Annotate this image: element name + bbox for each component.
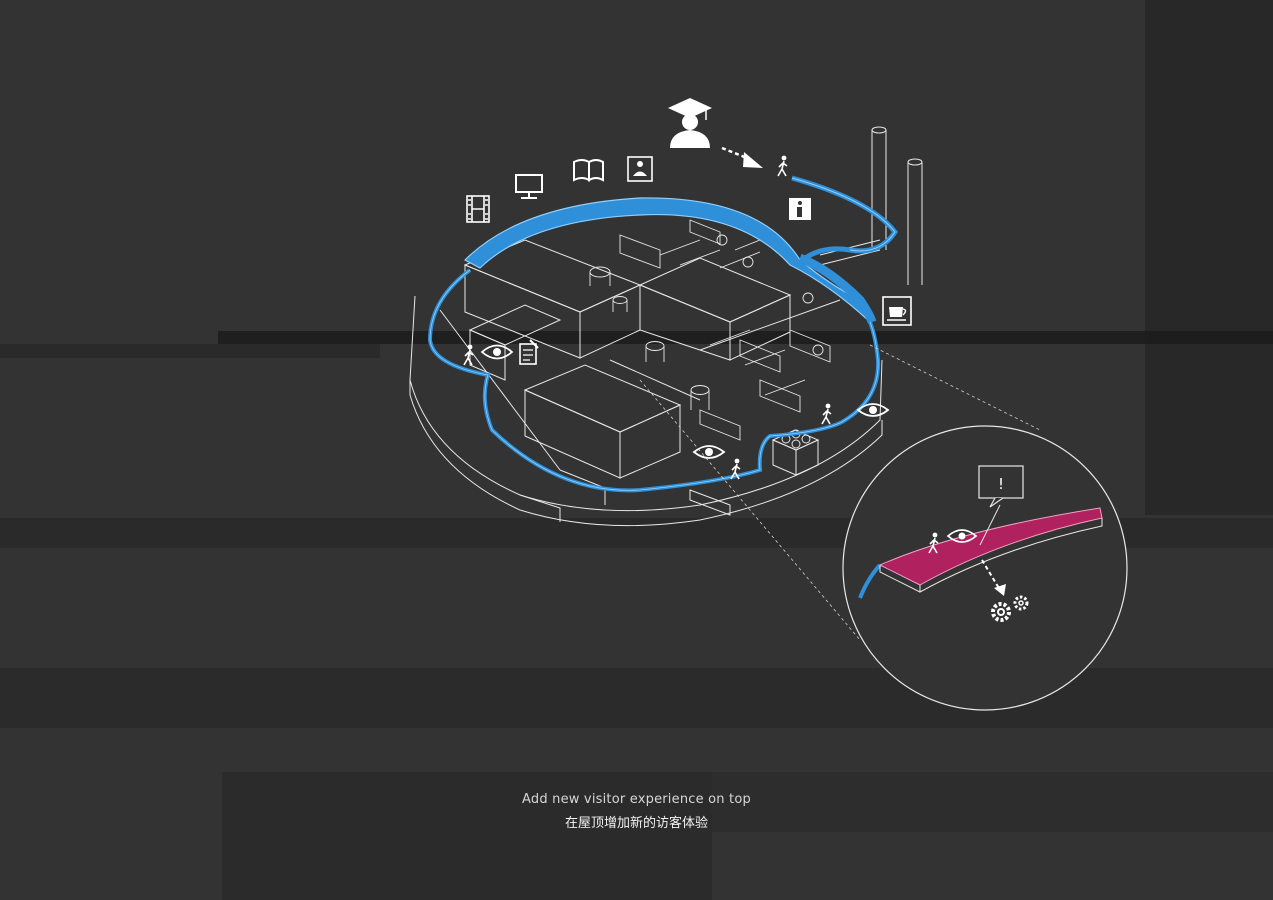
book-icon [573,159,604,182]
caption-english: Add new visitor experience on top [522,792,751,807]
caption-chinese: 在屋顶增加新的访客体验 [564,816,708,831]
alert-bubble-icon: ! [978,465,1024,508]
walking-person-icon [821,403,832,425]
document-icon [519,339,539,365]
glitch-band [1145,0,1273,515]
arrow-icon [721,146,763,168]
graduate-icon [668,98,712,148]
walking-person-icon [463,344,474,366]
eye-icon [692,445,726,459]
plant-building [409,126,923,527]
glitch-band [222,772,712,900]
alert-symbol: ! [998,475,1004,493]
detail-leader-lines [639,344,1041,641]
eye-icon [946,529,978,543]
info-icon [789,198,811,220]
walking-person-icon [777,155,788,177]
eye-icon [480,344,514,360]
walking-person-icon [928,532,939,554]
glitch-band [712,772,1273,832]
detail-callout [842,425,1128,711]
gears-icon [991,595,1029,622]
eye-icon [856,403,890,417]
walking-person-icon [730,458,741,480]
film-strip-icon [466,195,490,223]
glitch-band [0,344,380,358]
visitor-roof-path [427,175,899,493]
coffee-cup-icon [882,296,912,326]
monitor-icon [515,174,543,199]
reading-person-icon [627,156,653,182]
glitch-band [218,331,1273,344]
